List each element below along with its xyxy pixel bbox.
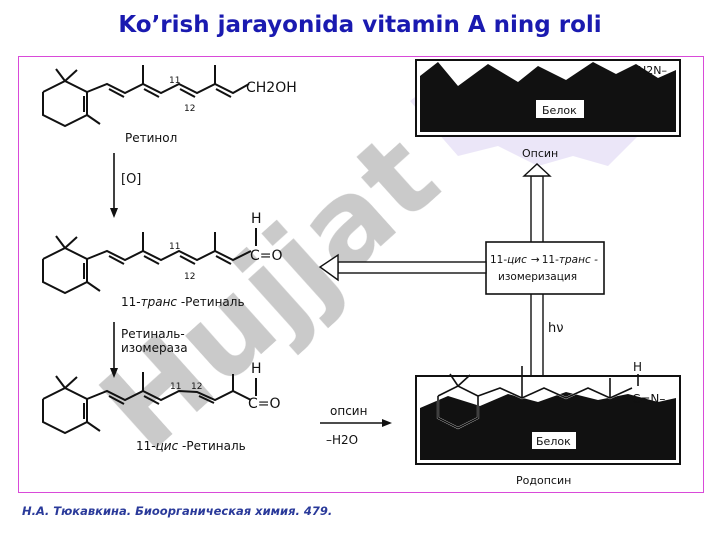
oxidation-arrow — [110, 153, 118, 218]
retinol-num11: 11 — [169, 76, 180, 86]
cis-retinal-co: C=O — [248, 396, 281, 412]
trans-retinal-h: H — [251, 211, 262, 227]
slide-title: Ko’rish jarayonida vitamin A ning roli — [118, 12, 602, 38]
retinol-num12: 12 — [184, 104, 195, 114]
rhodopsin-h: H — [633, 360, 642, 374]
retinol-group: CH2OH — [246, 80, 297, 96]
trans-retinal-label: 11-транс -Ретиналь — [121, 295, 245, 309]
opsin-protein-label: Белок — [542, 104, 577, 117]
opsin-label: Опсин — [522, 147, 558, 160]
vitamin-a-visual-cycle-scheme: Hujjat CH2OH 11 12 Ретинол [O] — [42, 59, 681, 487]
opsin-amine: H2N– — [638, 64, 667, 77]
opsin-reagent: опсин — [330, 404, 367, 418]
isomerase-line1: Ретиналь- — [121, 327, 185, 341]
light-label: hν — [548, 321, 564, 336]
cis-retinal-structure — [42, 372, 257, 435]
retinol-label: Ретинол — [125, 131, 177, 145]
trans-retinal-num12: 12 — [184, 272, 195, 282]
trans-retinal-co: C=O — [250, 248, 283, 264]
cis-retinal-h: H — [251, 361, 262, 377]
retinol-structure — [42, 65, 250, 128]
isomerase-arrow — [110, 322, 118, 378]
opsin-reaction-arrow — [320, 419, 392, 427]
isomerase-line2: изомераза — [121, 341, 188, 355]
rhodopsin-box — [415, 366, 681, 465]
trans-retinal-num11: 11 — [169, 242, 180, 252]
trans-retinal-structure — [42, 228, 257, 295]
figure-frame — [18, 56, 704, 493]
isomerization-line2: изомеризация — [498, 271, 577, 283]
cis-retinal-label: 11-цис -Ретиналь — [136, 439, 246, 453]
opsin-protein-box — [415, 59, 681, 137]
oxidation-label: [O] — [121, 172, 141, 187]
isomerization-box — [485, 241, 605, 295]
source-citation: Н.А. Тюкавкина. Биоорганическая химия. 4… — [22, 504, 333, 518]
isomerization-return-arrow — [318, 253, 487, 282]
cis-retinal-num12: 12 — [191, 382, 202, 392]
isomerization-line1: 11-цис→11-транс - — [490, 254, 598, 266]
rhodopsin-protein-label: Белок — [536, 435, 571, 448]
rhodopsin-imine: C=N– — [632, 392, 665, 406]
watermark-text: Hujjat — [74, 107, 463, 477]
rhodopsin-label: Родопсин — [516, 474, 571, 487]
cis-retinal-num11: 11 — [170, 382, 181, 392]
opsin-byproduct: –H2O — [326, 433, 358, 447]
